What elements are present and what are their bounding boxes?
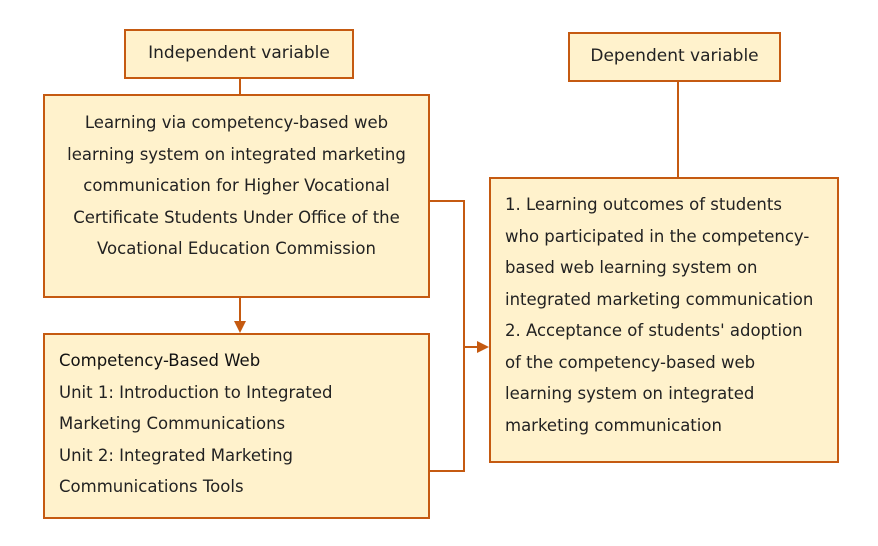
text-line: Unit 2: Integrated Marketing <box>59 445 294 465</box>
text-line: based web learning system on <box>505 258 758 277</box>
text-line: Unit 1: Introduction to Integrated <box>59 382 333 402</box>
text-line: marketing communication <box>505 415 722 435</box>
independent-variable-label: Independent variable <box>124 29 354 79</box>
text-line: Marketing Communications <box>59 414 286 433</box>
text-line: 1. Learning outcomes of students <box>505 195 782 214</box>
text-line: who participated in the competency- <box>505 226 810 246</box>
text-line: communication for Higher Vocational <box>83 176 390 195</box>
arrow-right-icon <box>477 341 489 353</box>
bracket-connector <box>429 200 465 472</box>
text-line: 2. Acceptance of students' adoption <box>505 321 803 340</box>
arrow-down-icon <box>234 321 246 333</box>
text-line: Vocational Education Commission <box>97 239 376 258</box>
web-box-title: Competency-Based Web <box>59 351 261 370</box>
competency-based-web-box: Competency-Based Web Unit 1: Introductio… <box>43 333 430 519</box>
dependent-variable-label: Dependent variable <box>568 32 781 82</box>
text-line: learning system on integrated marketing <box>67 144 406 164</box>
text-line: integrated marketing communication <box>505 289 814 309</box>
dependent-variable-box: 1. Learning outcomes of students who par… <box>489 177 839 463</box>
independent-variable-box: Learning via competency-based web learni… <box>43 94 430 298</box>
text-line: Communications Tools <box>59 477 244 496</box>
text-line: Certificate Students Under Office of the <box>73 207 400 227</box>
text-line: Learning via competency-based web <box>84 113 389 132</box>
text-line: learning system on integrated <box>505 384 755 403</box>
text-line: of the competency-based web <box>505 352 756 372</box>
